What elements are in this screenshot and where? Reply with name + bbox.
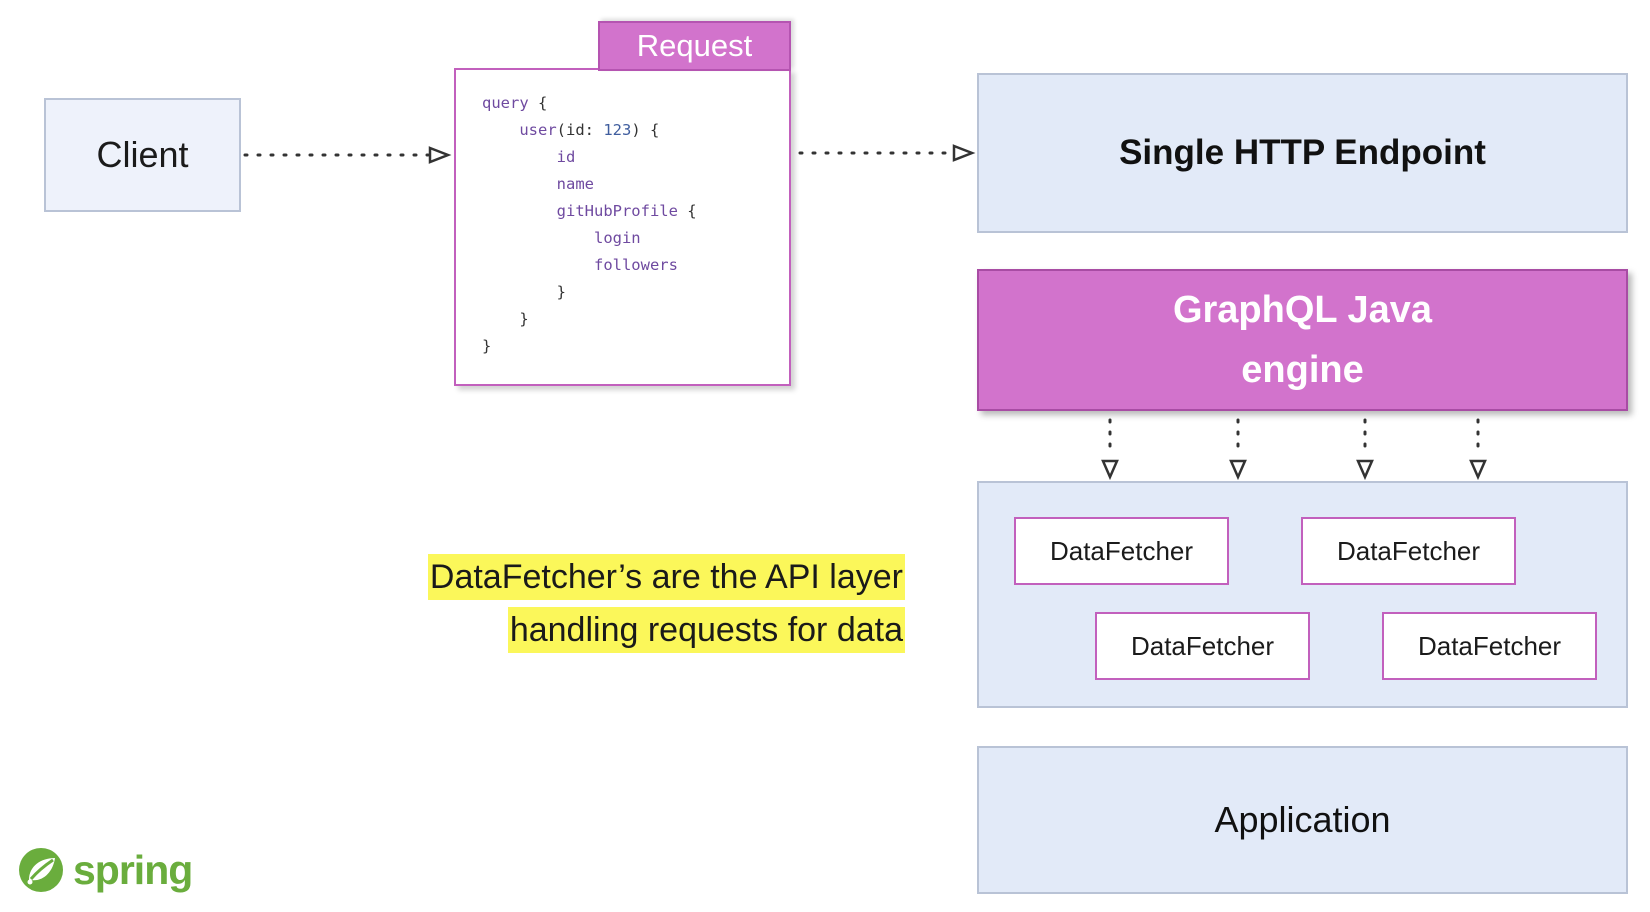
client-label: Client: [96, 134, 189, 175]
spring-leaf-icon: [19, 848, 63, 892]
application-box: Application: [977, 746, 1628, 894]
endpoint-label: Single HTTP Endpoint: [1119, 133, 1486, 172]
datafetcher-box-1: DataFetcher: [1014, 517, 1229, 585]
code-token: }: [482, 310, 529, 328]
code-token: 123: [603, 121, 632, 139]
arrow-engine-to-fetcher-2: [1229, 418, 1247, 481]
code-line: gitHubProfile {: [482, 198, 697, 225]
engine-label-line2: engine: [1241, 349, 1364, 391]
code-token: name: [482, 175, 594, 193]
request-tab-label: Request: [636, 28, 753, 63]
arrow-engine-to-fetcher-3: [1356, 418, 1374, 481]
code-token: {: [677, 202, 697, 220]
code-line: }: [482, 306, 697, 333]
note-highlight-line2: handling requests for data: [507, 607, 905, 653]
engine-label-line1: GraphQL Java: [1172, 289, 1433, 331]
spring-logo-text: spring: [73, 846, 193, 893]
code-token: }: [482, 283, 566, 301]
code-token: (id:: [556, 121, 604, 139]
code-line: }: [482, 333, 697, 360]
request-tab: Request: [598, 21, 791, 71]
code-line: name: [482, 171, 697, 198]
application-label: Application: [1214, 799, 1391, 840]
code-token: {: [528, 94, 548, 112]
code-token: login: [482, 229, 641, 247]
code-line: }: [482, 279, 697, 306]
code-token: user: [482, 121, 557, 139]
code-line: followers: [482, 252, 697, 279]
arrow-engine-to-fetcher-1: [1101, 418, 1119, 481]
datafetcher-box-2: DataFetcher: [1301, 517, 1516, 585]
code-token: id: [482, 148, 576, 166]
request-card: query { user(id: 123) { id name gitHubPr…: [454, 68, 791, 386]
datafetcher-label: DataFetcher: [1130, 630, 1275, 661]
code-token: gitHubProfile: [482, 202, 678, 220]
single-http-endpoint-box: Single HTTP Endpoint: [977, 73, 1628, 233]
datafetcher-label: DataFetcher: [1049, 535, 1194, 566]
spring-logo: spring: [17, 846, 193, 894]
arrow-request-to-endpoint: [798, 144, 976, 162]
datafetchers-container: DataFetcher DataFetcher DataFetcher Data…: [977, 481, 1628, 708]
code-line: id: [482, 144, 697, 171]
arrow-client-to-request: [243, 146, 452, 164]
datafetcher-box-3: DataFetcher: [1095, 612, 1310, 680]
code-line: query {: [482, 90, 697, 117]
note-highlight-line1: DataFetcher’s are the API layer: [427, 554, 905, 600]
graphql-query-code: query { user(id: 123) { id name gitHubPr…: [482, 90, 697, 360]
code-line: login: [482, 225, 697, 252]
code-line: user(id: 123) {: [482, 117, 697, 144]
datafetcher-label: DataFetcher: [1417, 630, 1562, 661]
code-token: }: [482, 337, 492, 355]
code-token: ) {: [631, 121, 660, 139]
arrow-engine-to-fetcher-4: [1469, 418, 1487, 481]
graphql-java-engine-box: GraphQL Java engine: [977, 269, 1628, 411]
code-token: query: [482, 94, 529, 112]
client-box: Client: [44, 98, 241, 212]
datafetcher-label: DataFetcher: [1336, 535, 1481, 566]
code-token: followers: [482, 256, 678, 274]
datafetcher-box-4: DataFetcher: [1382, 612, 1597, 680]
